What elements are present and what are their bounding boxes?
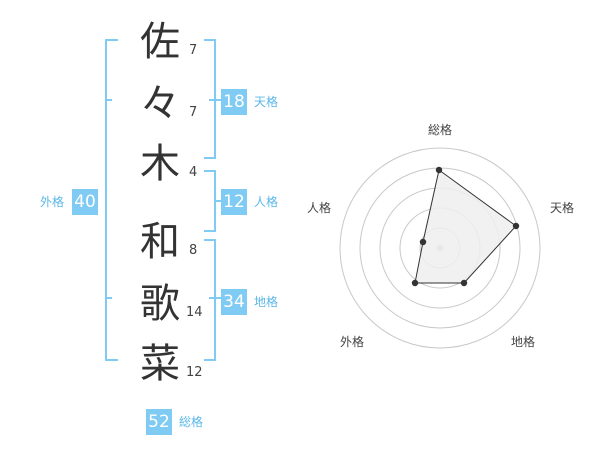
surname-char-1: 佐 [140,19,180,65]
radar-label-jinkaku: 人格 [307,200,331,215]
gaikaku-value: 40 [72,189,98,215]
tenkaku-label: 天格 [254,95,279,109]
radar-point-jinkaku [419,238,427,246]
chikaku-bracket [204,239,216,361]
chikaku-value: 34 [221,289,247,315]
radar-label-tenkaku: 天格 [550,200,574,215]
jinkaku-bracket [204,170,216,232]
radar-ring [339,147,541,349]
surname-char-2: 々 [140,81,180,127]
surname-strokes-1: 7 [189,43,198,58]
given-strokes-2: 14 [186,305,203,320]
jinkaku-value: 12 [221,189,247,215]
chikaku-label: 地格 [254,295,279,309]
given-char-1: 和 [140,219,180,265]
soukaku-value: 52 [146,409,172,435]
surname-strokes-2: 7 [189,105,198,120]
given-char-3: 菜 [140,341,180,387]
given-char-2: 歌 [140,281,180,327]
radar-point-tenkaku [512,222,520,230]
gaikaku-label: 外格 [40,195,65,209]
radar-label-gaikaku: 外格 [340,334,364,349]
jinkaku-label: 人格 [254,195,279,209]
given-strokes-1: 8 [189,243,198,258]
radar-polygon [414,169,517,284]
gaikaku-bracket [105,39,118,361]
radar-point-chikaku [460,279,468,287]
radar-point-soukaku [435,166,443,174]
radar-label-chikaku: 地格 [511,334,535,349]
radar-label-soukaku: 総格 [428,122,452,137]
tenkaku-value: 18 [221,89,247,115]
soukaku-label: 総格 [179,415,204,429]
surname-char-3: 木 [140,141,180,187]
radar-points [411,166,520,287]
fortune-radar-chart: 総格 天格 地格 外格 人格 [307,122,574,349]
radar-point-gaikaku [411,279,419,287]
surname-strokes-3: 4 [189,165,198,180]
given-strokes-3: 12 [186,365,203,380]
